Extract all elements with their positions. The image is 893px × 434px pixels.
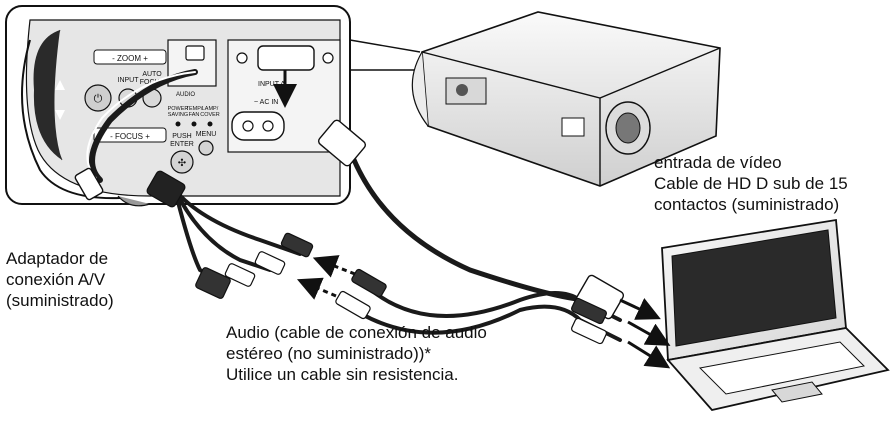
- input-a-port: [257, 45, 315, 71]
- direction-arrows: [273, 70, 671, 369]
- laptop-keyboard: [698, 341, 866, 395]
- av-adapter-caption-line: Adaptador de: [6, 249, 109, 268]
- audio-caption-line: Utilice un cable sin resistencia.: [226, 365, 459, 384]
- power-button: [84, 84, 112, 112]
- video-input-caption: entrada de vídeo Cable de HD D sub de 15…: [654, 152, 848, 215]
- audio-port-label: AUDIO: [176, 92, 195, 98]
- audio-caption: Audio (cable de conexión de audio estére…: [226, 322, 487, 385]
- input-label: INPUT: [118, 77, 140, 84]
- power-saving-led: [175, 121, 181, 127]
- audio-caption-line: Audio (cable de conexión de audio: [226, 323, 487, 342]
- projector: [411, 11, 721, 187]
- temp-fan-label-2: FAN: [189, 112, 200, 118]
- laptop-touchpad: [771, 381, 823, 403]
- temp-fan-label-1: TEMP/: [186, 106, 203, 112]
- input-a-label: INPUT A: [258, 81, 285, 88]
- laptop-computer: [661, 218, 890, 411]
- zoom-label: - ZOOM +: [112, 54, 148, 63]
- av-adapter-caption: Adaptador de conexión A/V (suministrado): [6, 248, 114, 311]
- push-enter-button: [170, 150, 194, 174]
- temp-fan-led: [191, 121, 197, 127]
- video-input-caption-line: contactos (suministrado): [654, 195, 840, 214]
- ac-in-socket: [231, 111, 285, 141]
- enter-label: ENTER: [170, 141, 194, 148]
- ac-in-label: ~ AC IN: [254, 99, 278, 106]
- menu-button: [198, 140, 214, 156]
- enter-arrows-icon: ✣: [178, 158, 186, 169]
- av-adapter-caption-line: conexión A/V: [6, 270, 106, 289]
- audio-caption-line: estéreo (no suministrado))*: [226, 344, 432, 363]
- power-icon: ⏻: [94, 93, 103, 105]
- push-label: PUSH: [172, 133, 191, 140]
- audio-jack: [185, 45, 205, 61]
- focus-label: - FOCUS +: [110, 132, 150, 141]
- connectors: [74, 119, 625, 345]
- lamp-cover-label-1: LAMP/: [202, 106, 219, 112]
- lamp-cover-label-2: COVER: [200, 112, 220, 118]
- video-input-caption-line: Cable de HD D sub de 15: [654, 174, 848, 193]
- lamp-cover-led: [207, 121, 213, 127]
- auto-label: AUTO: [142, 71, 162, 78]
- power-saving-label-1: POWER: [168, 106, 189, 112]
- laptop-screen: [671, 229, 837, 347]
- power-saving-label-2: SAVING: [168, 112, 188, 118]
- video-input-caption-line: entrada de vídeo: [654, 153, 782, 172]
- menu-label: MENU: [196, 131, 217, 138]
- control-panel-closeup: - ZOOM + - FOCUS + ⏻ INPUT AUTO FOCUS AU…: [5, 5, 351, 207]
- av-adapter-caption-line: (suministrado): [6, 291, 114, 310]
- cables: [86, 69, 622, 342]
